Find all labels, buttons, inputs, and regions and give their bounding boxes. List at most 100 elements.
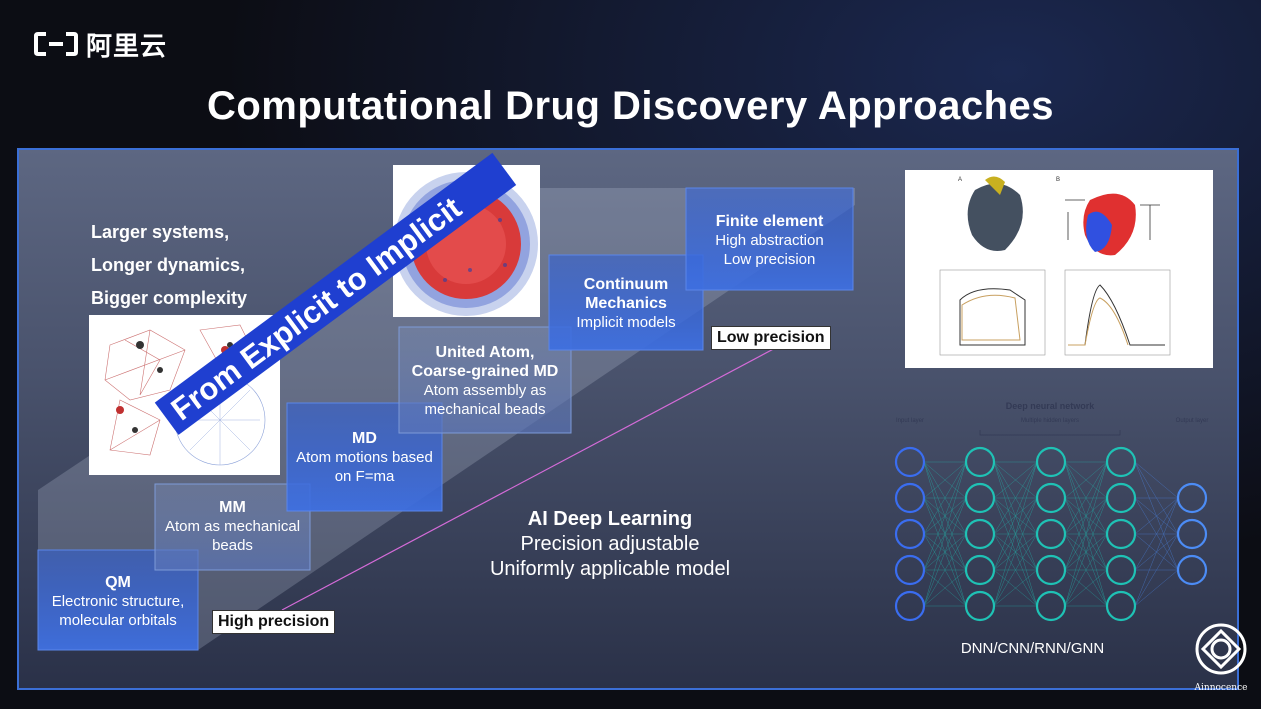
nn-hidden-node <box>1035 446 1067 478</box>
nn-output-label: Output layer <box>1176 418 1209 424</box>
low-precision-label: Low precision <box>711 326 831 350</box>
stair-line: molecular orbitals <box>59 612 177 629</box>
nn-input-node <box>894 446 926 478</box>
nn-edge <box>923 461 967 607</box>
stair-line: Atom as mechanical <box>164 518 301 535</box>
nn-hidden-node <box>1035 482 1067 514</box>
nn-hidden-label: Multiple hidden layers <box>1021 418 1079 424</box>
stair-finite-element: Finite element High abstraction Low prec… <box>686 206 853 269</box>
stair-title: QM <box>105 574 131 591</box>
ainnocence-brand: Ainnocence <box>1190 622 1252 693</box>
nn-hidden-node <box>1105 590 1137 622</box>
nn-hidden-node <box>1105 446 1137 478</box>
stair-title: United Atom, <box>435 344 535 361</box>
nn-hidden-node <box>1105 554 1137 586</box>
stair-mm: MM Atom as mechanical beads <box>155 492 310 555</box>
nn-hidden-node <box>964 482 996 514</box>
nn-output-node <box>1176 482 1208 514</box>
nn-input-node <box>894 518 926 550</box>
stair-box-coarse <box>398 326 572 434</box>
nn-edge <box>1134 533 1179 607</box>
nn-edge <box>1064 497 1108 607</box>
nn-edge <box>1064 461 1108 535</box>
high-precision-label: High precision <box>212 610 336 634</box>
nn-input-node <box>894 554 926 586</box>
stair-line: Atom assembly as <box>423 382 547 399</box>
stair-line: Low precision <box>723 251 816 268</box>
stair-box-fem <box>685 187 854 291</box>
stair-title: Finite element <box>715 213 824 230</box>
stair-qm: QM Electronic structure, molecular orbit… <box>38 567 198 630</box>
nn-caption: DNN/CNN/RNN/GNN <box>960 640 1105 657</box>
scale-item: Larger systems, <box>91 222 230 242</box>
nn-edge <box>1134 569 1179 607</box>
nn-hidden-node <box>1035 590 1067 622</box>
ai-line: Uniformly applicable model <box>489 558 731 580</box>
scale-list: Larger systems, Longer dynamics, Bigger … <box>91 216 247 315</box>
page-title: Computational Drug Discovery Approaches <box>206 84 1055 128</box>
nn-edge <box>993 461 1038 535</box>
nn-edge <box>1064 569 1108 607</box>
nn-edge <box>993 461 1038 571</box>
ainnocence-logo-icon <box>1195 623 1247 675</box>
stair-title-2: Mechanics <box>585 295 667 312</box>
nn-output-node <box>1176 554 1208 586</box>
nn-edge <box>1134 497 1179 607</box>
nn-hidden-node <box>964 590 996 622</box>
nn-title: Deep neural network <box>1006 401 1096 411</box>
neural-network-diagram: Deep neural network Input layer Multiple… <box>894 401 1209 622</box>
scale-item: Bigger complexity <box>91 288 248 308</box>
svg-text:B: B <box>1056 177 1060 183</box>
nn-hidden-node <box>964 518 996 550</box>
nn-edge <box>1134 461 1179 499</box>
stair-title: MD <box>352 430 377 447</box>
heart-simulation-image: A B <box>905 170 1213 368</box>
nn-edge <box>1134 497 1179 571</box>
svg-text:A: A <box>958 177 962 183</box>
nn-output-node <box>1176 518 1208 550</box>
nn-edge <box>923 461 967 499</box>
nn-input-node <box>894 590 926 622</box>
scale-item: Longer dynamics, <box>91 255 246 275</box>
stair-md: MD Atom motions based on F=ma <box>287 423 442 486</box>
stair-line: Atom motions based <box>296 449 433 466</box>
nn-input-node <box>894 482 926 514</box>
logo-text: 阿里云 <box>86 31 168 62</box>
nn-edge <box>923 461 967 535</box>
nn-edge <box>923 569 967 607</box>
nn-edge <box>993 497 1038 607</box>
nn-hidden-node <box>1105 518 1137 550</box>
stair-title-2: Coarse-grained MD <box>411 363 559 380</box>
stair-title: MM <box>219 499 246 516</box>
stair-line: on F=ma <box>334 468 395 485</box>
nn-edge <box>1134 497 1179 535</box>
nn-edge <box>1064 533 1108 607</box>
nn-hidden-node <box>1035 554 1067 586</box>
nn-edge <box>993 569 1038 607</box>
stair-box-continuum <box>548 254 704 351</box>
nn-hidden-node <box>964 554 996 586</box>
nn-edge <box>1064 461 1108 571</box>
nn-hidden-node <box>1035 518 1067 550</box>
nn-edge <box>1064 461 1108 499</box>
stair-line: Implicit models <box>576 314 676 331</box>
stair-line: High abstraction <box>715 232 824 249</box>
alibaba-cloud-logo-icon <box>34 32 78 56</box>
stair-title: Continuum <box>583 276 669 293</box>
nn-edge <box>993 533 1038 607</box>
stair-line: mechanical beads <box>424 401 546 418</box>
nn-edge <box>923 533 967 607</box>
nn-edge <box>923 497 967 607</box>
ai-line: Precision adjustable <box>520 533 700 555</box>
stair-continuum: Continuum Mechanics Implicit models <box>549 269 703 332</box>
nn-hidden-node <box>1105 482 1137 514</box>
nn-edge <box>1064 461 1108 607</box>
nn-edge <box>923 461 967 571</box>
stair-line: Electronic structure, <box>51 593 185 610</box>
ai-title: AI Deep Learning <box>527 508 693 530</box>
nn-hidden-node <box>964 446 996 478</box>
stair-line: beads <box>212 537 253 554</box>
nn-edge <box>993 461 1038 607</box>
stair-box-mm <box>154 483 311 571</box>
